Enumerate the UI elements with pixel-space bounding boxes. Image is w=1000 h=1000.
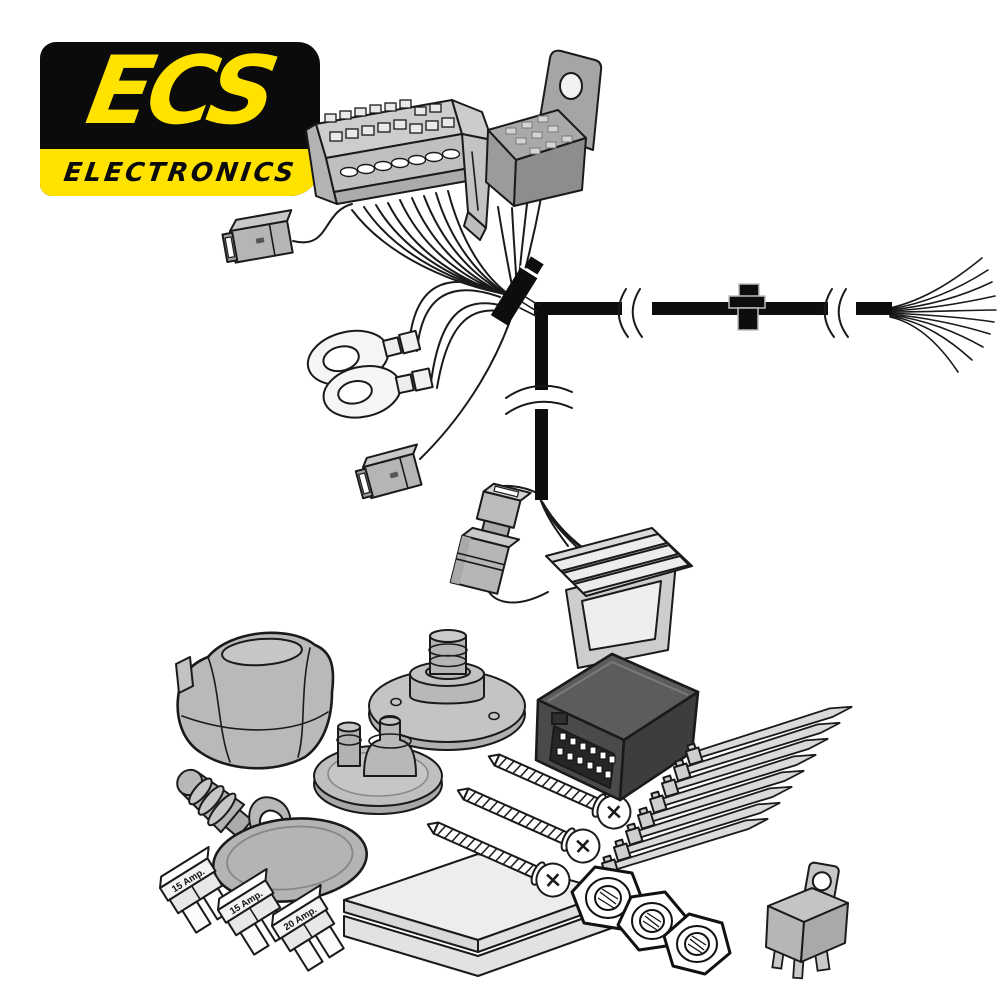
cable-tie: [648, 753, 817, 814]
cable-break-mark-1: [617, 288, 643, 338]
multi-pin-vehicle-connector: [545, 527, 693, 669]
twin-stem-grommet: [313, 715, 443, 815]
logo-band: ELECTRONICS: [40, 149, 320, 196]
control-module: [534, 652, 700, 802]
ring-terminal-2: [322, 365, 434, 419]
cable-tie: [684, 705, 853, 766]
firewall-grommet-icon: [728, 283, 766, 331]
module-pins: [556, 732, 616, 779]
cable-ties: [600, 705, 853, 878]
bracket-relay: [485, 49, 603, 207]
pan-head-screw-3: [426, 821, 571, 898]
pan-head-screw-1: [487, 753, 632, 830]
cable-tie: [660, 737, 829, 798]
pan-head-screw-2: [456, 787, 601, 864]
inline-connector-small: [221, 209, 294, 264]
terminal-pins: [324, 99, 455, 142]
main-harness-cable: [490, 256, 892, 500]
mini-relay: [765, 861, 849, 980]
front-slots: [339, 148, 461, 178]
hex-nut-3: [662, 912, 732, 976]
blade-fuse-2: 15 Amp.: [217, 867, 291, 956]
blade-fuse-1: 15 Amp.: [159, 845, 233, 934]
cable-break-mark-3: [505, 384, 573, 415]
fuse-box-connector: [305, 99, 493, 241]
blade-fuse-3: 20 Amp.: [271, 883, 345, 972]
towing-socket-housing-cover: [175, 631, 335, 770]
relay-terminal-marks: [505, 115, 573, 155]
flanged-base-grommet: [368, 629, 526, 751]
ecs-logo: ECS ELECTRONICS: [40, 42, 320, 196]
cable-tie: [624, 785, 793, 846]
cable-tie: [672, 721, 841, 782]
inline-connector-mid: [354, 443, 423, 500]
harness-junction-tape: [490, 256, 544, 326]
stacked-fuse-holder-connector: [449, 482, 532, 595]
cable-tie: [636, 769, 805, 830]
cable-break-mark-2: [823, 288, 849, 338]
double-sided-foam-pad: [343, 853, 613, 977]
